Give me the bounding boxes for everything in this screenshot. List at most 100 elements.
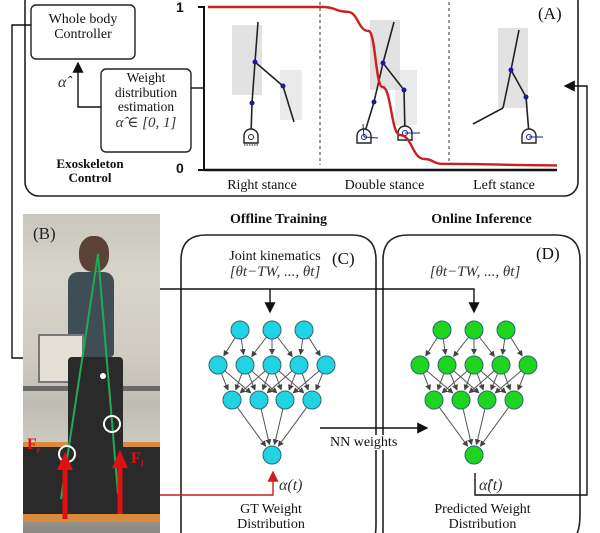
training-nn-edge bbox=[223, 337, 236, 357]
neural-network-inference bbox=[410, 320, 538, 465]
controller-to-exo-arrow bbox=[11, 24, 35, 364]
inference-nn-edge bbox=[449, 373, 458, 391]
inference-nn-edge bbox=[453, 336, 469, 358]
training-nn-node-layer-0 bbox=[262, 320, 282, 340]
tag-b: (B) bbox=[33, 224, 56, 243]
walking-photo: (B) Fr Fl bbox=[23, 214, 160, 533]
inference-nn-node-layer-0 bbox=[464, 320, 484, 340]
inference-nn-edge bbox=[479, 336, 495, 358]
inference-nn-edge bbox=[422, 373, 431, 391]
photo-overlay bbox=[57, 253, 128, 519]
phase-label-left-stance: Left stance bbox=[473, 178, 535, 193]
training-nn-edge bbox=[266, 370, 293, 394]
training-nn-edge bbox=[315, 373, 324, 391]
weight-distribution-curve bbox=[208, 5, 558, 167]
inference-nn-node-layer-2 bbox=[504, 390, 524, 410]
joint-kinematics-label: Joint kinematics bbox=[229, 249, 321, 264]
tag-d: (D) bbox=[536, 244, 560, 263]
training-nn-node-layer-2 bbox=[275, 390, 295, 410]
inference-nn-edge bbox=[494, 370, 522, 394]
training-nn-node-layer-2 bbox=[302, 390, 322, 410]
skeleton-right-stance bbox=[232, 21, 302, 146]
inference-nn-edge bbox=[503, 373, 512, 391]
predicted-weight-distribution-label: Predicted Weight Distribution bbox=[434, 502, 531, 533]
training-nn-edge bbox=[277, 336, 293, 358]
inference-nn-node-layer-1 bbox=[410, 355, 430, 375]
training-nn-edge bbox=[298, 338, 305, 356]
inference-nn-node-layer-2 bbox=[451, 390, 471, 410]
phase-label-right-stance: Right stance bbox=[227, 178, 297, 193]
training-nn-node-layer-0 bbox=[230, 320, 250, 340]
inference-nn-edge bbox=[480, 370, 507, 394]
controller-box-label: Whole body Controller bbox=[48, 12, 118, 43]
training-nn-edge bbox=[260, 408, 272, 446]
inference-nn-edge bbox=[490, 373, 499, 391]
panel-c-input-math: [θt−TW, ..., θt] bbox=[229, 264, 321, 280]
inference-nn-edge bbox=[426, 370, 454, 394]
gt-alpha-arrow bbox=[145, 470, 279, 496]
hip-joint bbox=[100, 373, 106, 379]
neural-network-training bbox=[208, 320, 336, 465]
inference-nn-edge bbox=[463, 373, 472, 391]
leg-line-left bbox=[97, 253, 119, 495]
person-legs bbox=[68, 357, 123, 497]
y-tick-label-1: 1 bbox=[176, 0, 184, 15]
panel-d-output-math: α̂(t) bbox=[479, 477, 503, 494]
training-nn-node-layer-2 bbox=[222, 390, 242, 410]
training-nn-node-layer-2 bbox=[249, 390, 269, 410]
panel-d-frame bbox=[382, 234, 581, 533]
inference-nn-node-layer-1 bbox=[437, 355, 457, 375]
training-nn-edge bbox=[301, 373, 310, 391]
force-label-left: Fl bbox=[131, 450, 144, 470]
inference-nn-edge bbox=[476, 373, 485, 391]
inference-nn-node-layer-1 bbox=[464, 355, 484, 375]
training-nn-edge bbox=[278, 370, 305, 394]
knee-joint-left bbox=[103, 415, 121, 433]
alpha-hat-label: α̂ bbox=[58, 74, 67, 91]
inference-nn-edge bbox=[425, 337, 438, 357]
inference-nn-edge bbox=[479, 406, 510, 447]
training-nn-edge bbox=[251, 336, 267, 358]
tag-a: (A) bbox=[538, 4, 562, 23]
inference-nn-edge bbox=[438, 406, 469, 447]
panel-d-input-math: [θt−TW, ..., θt] bbox=[429, 264, 521, 280]
training-nn-node-layer-3 bbox=[262, 445, 282, 465]
training-nn-edge bbox=[239, 338, 246, 356]
inference-nn-node-layer-1 bbox=[518, 355, 538, 375]
training-nn-edge bbox=[220, 373, 229, 391]
force-label-right: Fr bbox=[27, 436, 41, 456]
kinematics-line bbox=[132, 288, 480, 314]
training-nn-edge bbox=[308, 337, 321, 357]
exoskeleton-control-label: Exoskeleton Control bbox=[56, 156, 124, 186]
training-nn-node-layer-1 bbox=[235, 355, 255, 375]
inference-nn-node-layer-1 bbox=[491, 355, 511, 375]
training-nn-node-layer-1 bbox=[316, 355, 336, 375]
training-nn-edge bbox=[272, 408, 284, 446]
training-nn-edge bbox=[277, 406, 308, 447]
training-nn-node-layer-1 bbox=[262, 355, 282, 375]
tag-c: (C) bbox=[332, 249, 355, 268]
training-nn-node-layer-0 bbox=[294, 320, 314, 340]
gt-weight-distribution-label: GT Weight Distribution bbox=[237, 502, 305, 533]
training-nn-node-layer-1 bbox=[289, 355, 309, 375]
training-nn-edge bbox=[224, 370, 252, 394]
predicted-alpha-line bbox=[474, 358, 588, 496]
phase-label-double-stance: Double stance bbox=[344, 178, 425, 193]
inference-nn-edge bbox=[517, 373, 526, 391]
inference-nn-node-layer-2 bbox=[477, 390, 497, 410]
inference-nn-node-layer-2 bbox=[424, 390, 444, 410]
inference-nn-edge bbox=[462, 408, 474, 446]
offline-training-title: Offline Training bbox=[229, 212, 328, 227]
estimation-box bbox=[100, 68, 192, 153]
nn-weights-label: NN weights bbox=[330, 435, 398, 451]
inference-nn-edge bbox=[500, 338, 507, 356]
inference-nn-edge bbox=[474, 408, 486, 446]
y-tick-label-0: 0 bbox=[176, 160, 184, 176]
inference-nn-edge bbox=[441, 370, 468, 394]
inference-nn-node-layer-3 bbox=[464, 445, 484, 465]
inference-nn-edge bbox=[468, 370, 495, 394]
person-head bbox=[79, 236, 109, 272]
inference-nn-edge bbox=[441, 338, 448, 356]
skeleton-double-stance bbox=[356, 20, 420, 144]
